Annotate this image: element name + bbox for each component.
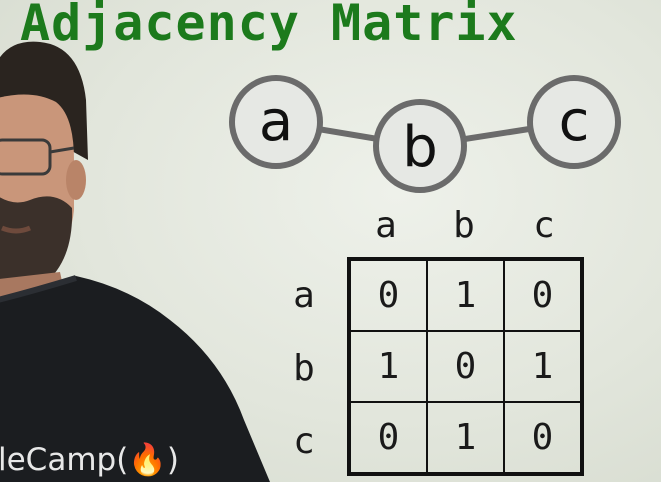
- node-c: [527, 75, 621, 169]
- matrix-cell: 0: [427, 331, 504, 402]
- matrix-cell: 0: [504, 260, 581, 331]
- adjacency-matrix: 0 1 0 1 0 1 0 1 0: [347, 257, 584, 476]
- slide-title: Adjacency Matrix: [20, 0, 518, 52]
- matrix-cell: 1: [427, 402, 504, 473]
- node-b: [373, 99, 467, 193]
- node-a-label: a: [259, 89, 293, 154]
- matrix-cell: 0: [350, 260, 427, 331]
- matrix-column-header-a: a: [375, 205, 397, 246]
- matrix-cell: 0: [504, 402, 581, 473]
- matrix-cell: 1: [427, 260, 504, 331]
- matrix-row-header-b: b: [293, 348, 315, 389]
- node-a: [229, 75, 323, 169]
- node-c-label: c: [559, 89, 590, 154]
- shirt-logo-text: leCamp(🔥): [0, 442, 180, 478]
- matrix-column-header-b: b: [453, 205, 475, 246]
- matrix-cell: 1: [350, 331, 427, 402]
- presenter-video: leCamp(🔥): [0, 40, 270, 482]
- node-b-label: b: [402, 115, 438, 180]
- matrix-column-header-c: c: [533, 205, 555, 246]
- graph-svg: a b c: [229, 75, 621, 193]
- matrix-cell: 0: [350, 402, 427, 473]
- presenter-illustration: [0, 41, 270, 482]
- matrix-cell: 1: [504, 331, 581, 402]
- flame-icon: 🔥: [128, 442, 167, 478]
- matrix-row-header-a: a: [293, 275, 315, 316]
- matrix-row-header-c: c: [293, 421, 315, 462]
- graph-diagram: a b c: [226, 75, 636, 193]
